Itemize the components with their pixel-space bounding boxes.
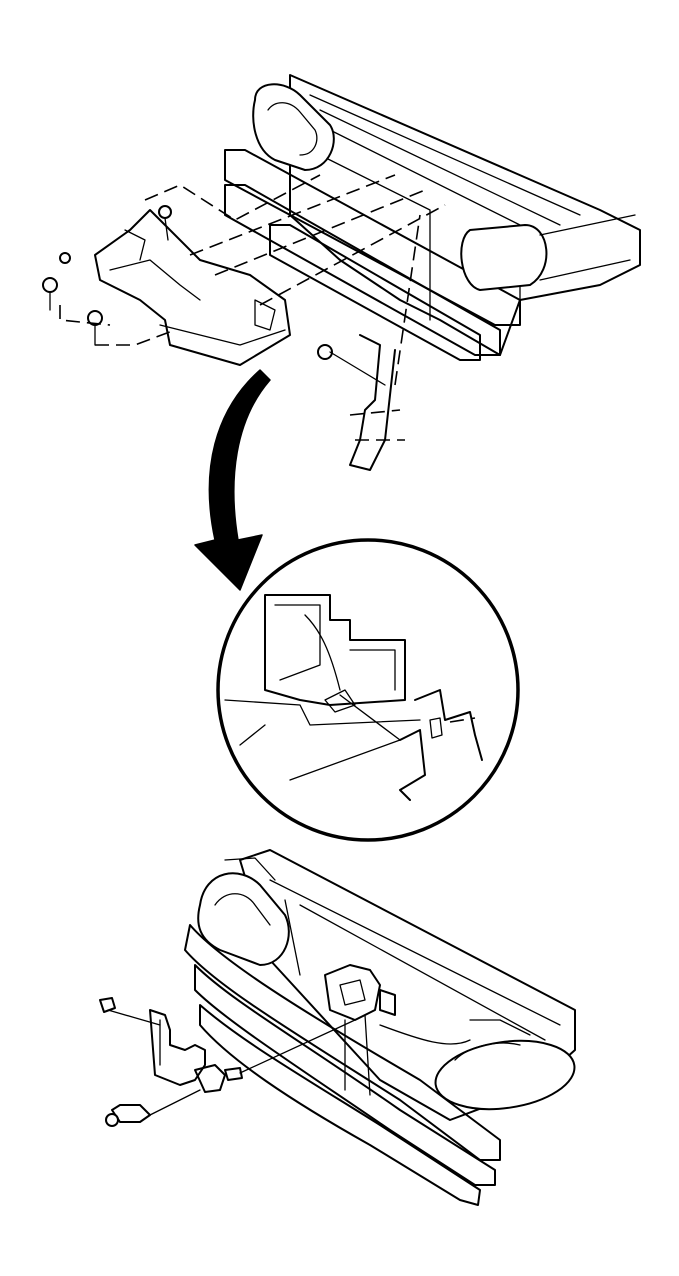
left-headlamp [252,83,335,171]
air-duct-shield [94,209,291,366]
right-headlamp [460,214,636,291]
bottom-assembly-view [99,849,576,1206]
radiator-support [289,74,641,356]
bumper-bars [224,149,521,361]
wire-bracket-top [329,334,396,471]
bumper-bars-bottom [184,924,501,1206]
leader-lines-top [59,174,446,441]
fog-lamp [434,1019,576,1111]
detail-view-circle [216,538,520,842]
left-headlamp-bottom [197,857,290,966]
fasteners-top [42,205,333,360]
sensor-bracket [99,997,243,1127]
curved-arrow [194,369,271,591]
top-assembly-view [42,74,641,471]
center-components [324,964,471,1096]
leader-lines-bottom [107,1009,356,1116]
